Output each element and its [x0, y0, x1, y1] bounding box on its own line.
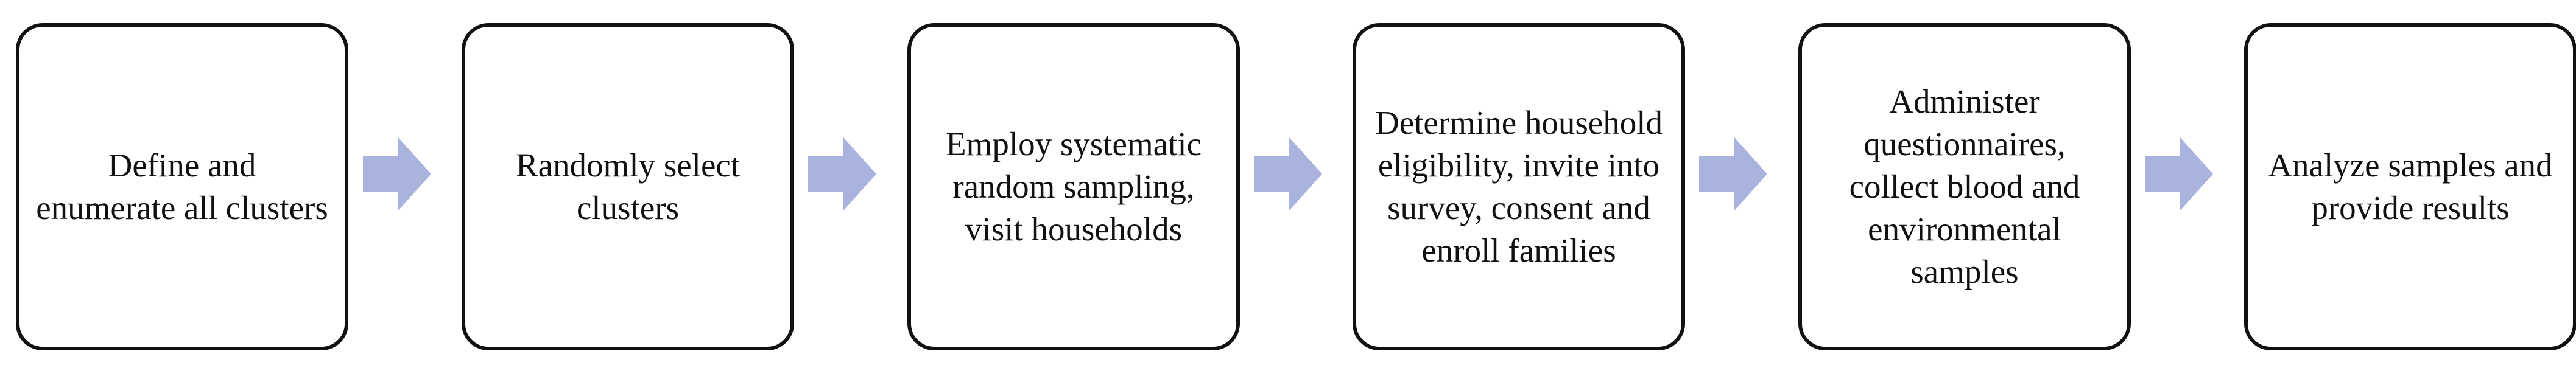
right-arrow-icon: [1254, 137, 1322, 210]
step-box-1: Define and enumerate all clusters: [16, 23, 348, 350]
step-box-2: Randomly select clusters: [462, 23, 794, 350]
step-label-3: Employ systematic random sampling, visit…: [945, 125, 1202, 248]
step-box-6: Analyze samples and provide results: [2244, 23, 2576, 350]
step-box-4: Determine household eligibility, invite …: [1353, 23, 1685, 350]
right-arrow-icon: [808, 137, 876, 210]
right-arrow-icon: [363, 137, 431, 210]
step-label-4: Determine household eligibility, invite …: [1375, 104, 1663, 269]
step-label-2: Randomly select clusters: [515, 147, 741, 226]
right-arrow-icon: [2145, 137, 2213, 210]
step-label-6: Analyze samples and provide results: [2268, 147, 2553, 226]
step-box-5: Administer questionnaires, collect blood…: [1798, 23, 2131, 350]
step-box-3: Employ systematic random sampling, visit…: [907, 23, 1240, 350]
step-label-5: Administer questionnaires, collect blood…: [1849, 83, 2080, 290]
right-arrow-icon: [1699, 137, 1767, 210]
step-label-1: Define and enumerate all clusters: [36, 147, 328, 226]
